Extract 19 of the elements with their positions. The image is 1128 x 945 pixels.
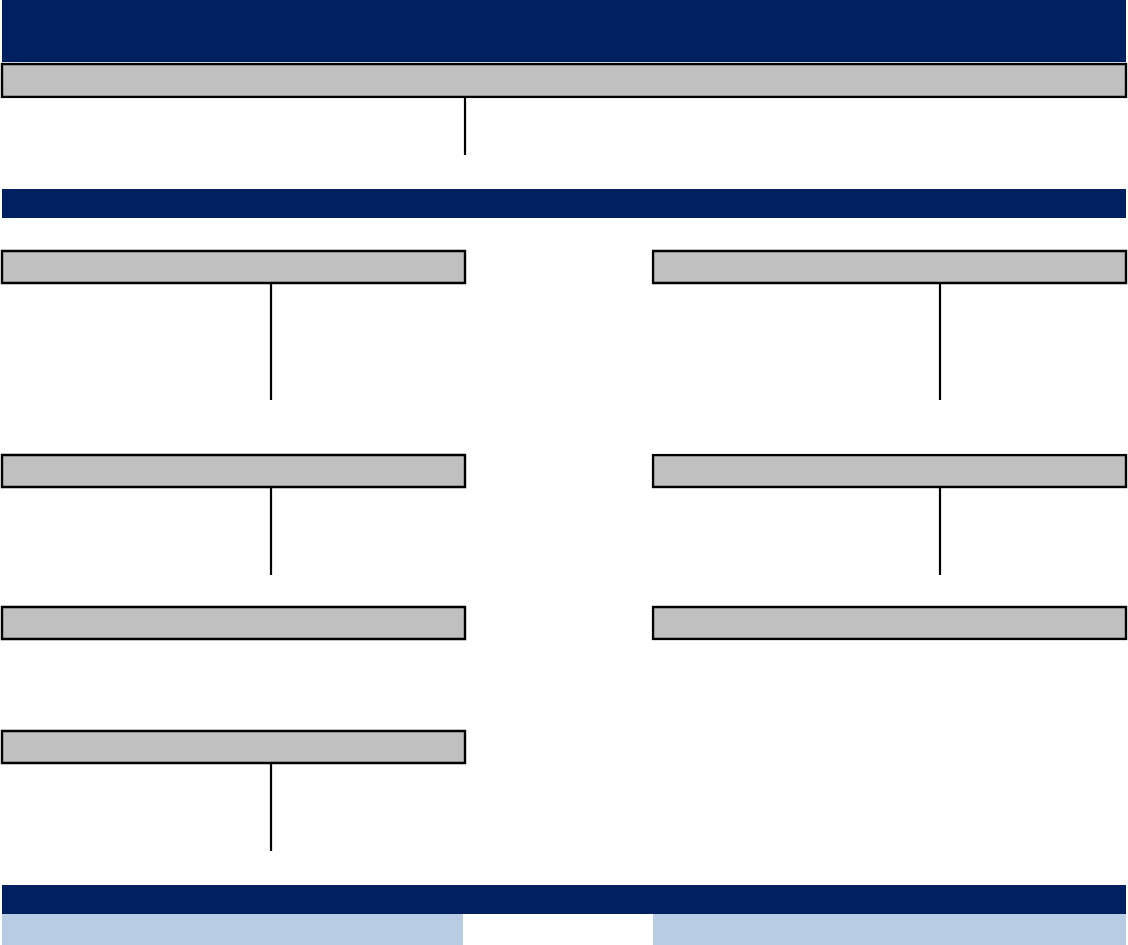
connector-line — [269, 763, 273, 851]
connector-line — [938, 487, 942, 575]
heading-bar — [2, 885, 1126, 914]
box — [0, 249, 467, 285]
footer-band — [2, 914, 463, 945]
connector-line — [938, 283, 942, 400]
heading-bar — [2, 189, 1126, 218]
footer-band — [653, 914, 1126, 945]
box — [651, 453, 1128, 489]
connector-line — [269, 487, 273, 575]
box — [651, 605, 1128, 641]
connector-line — [269, 283, 273, 400]
box — [0, 453, 467, 489]
box — [651, 249, 1128, 285]
box — [0, 605, 467, 641]
box — [0, 729, 467, 765]
box — [0, 62, 1128, 99]
heading-bar — [2, 0, 1126, 62]
connector-line — [463, 97, 467, 155]
